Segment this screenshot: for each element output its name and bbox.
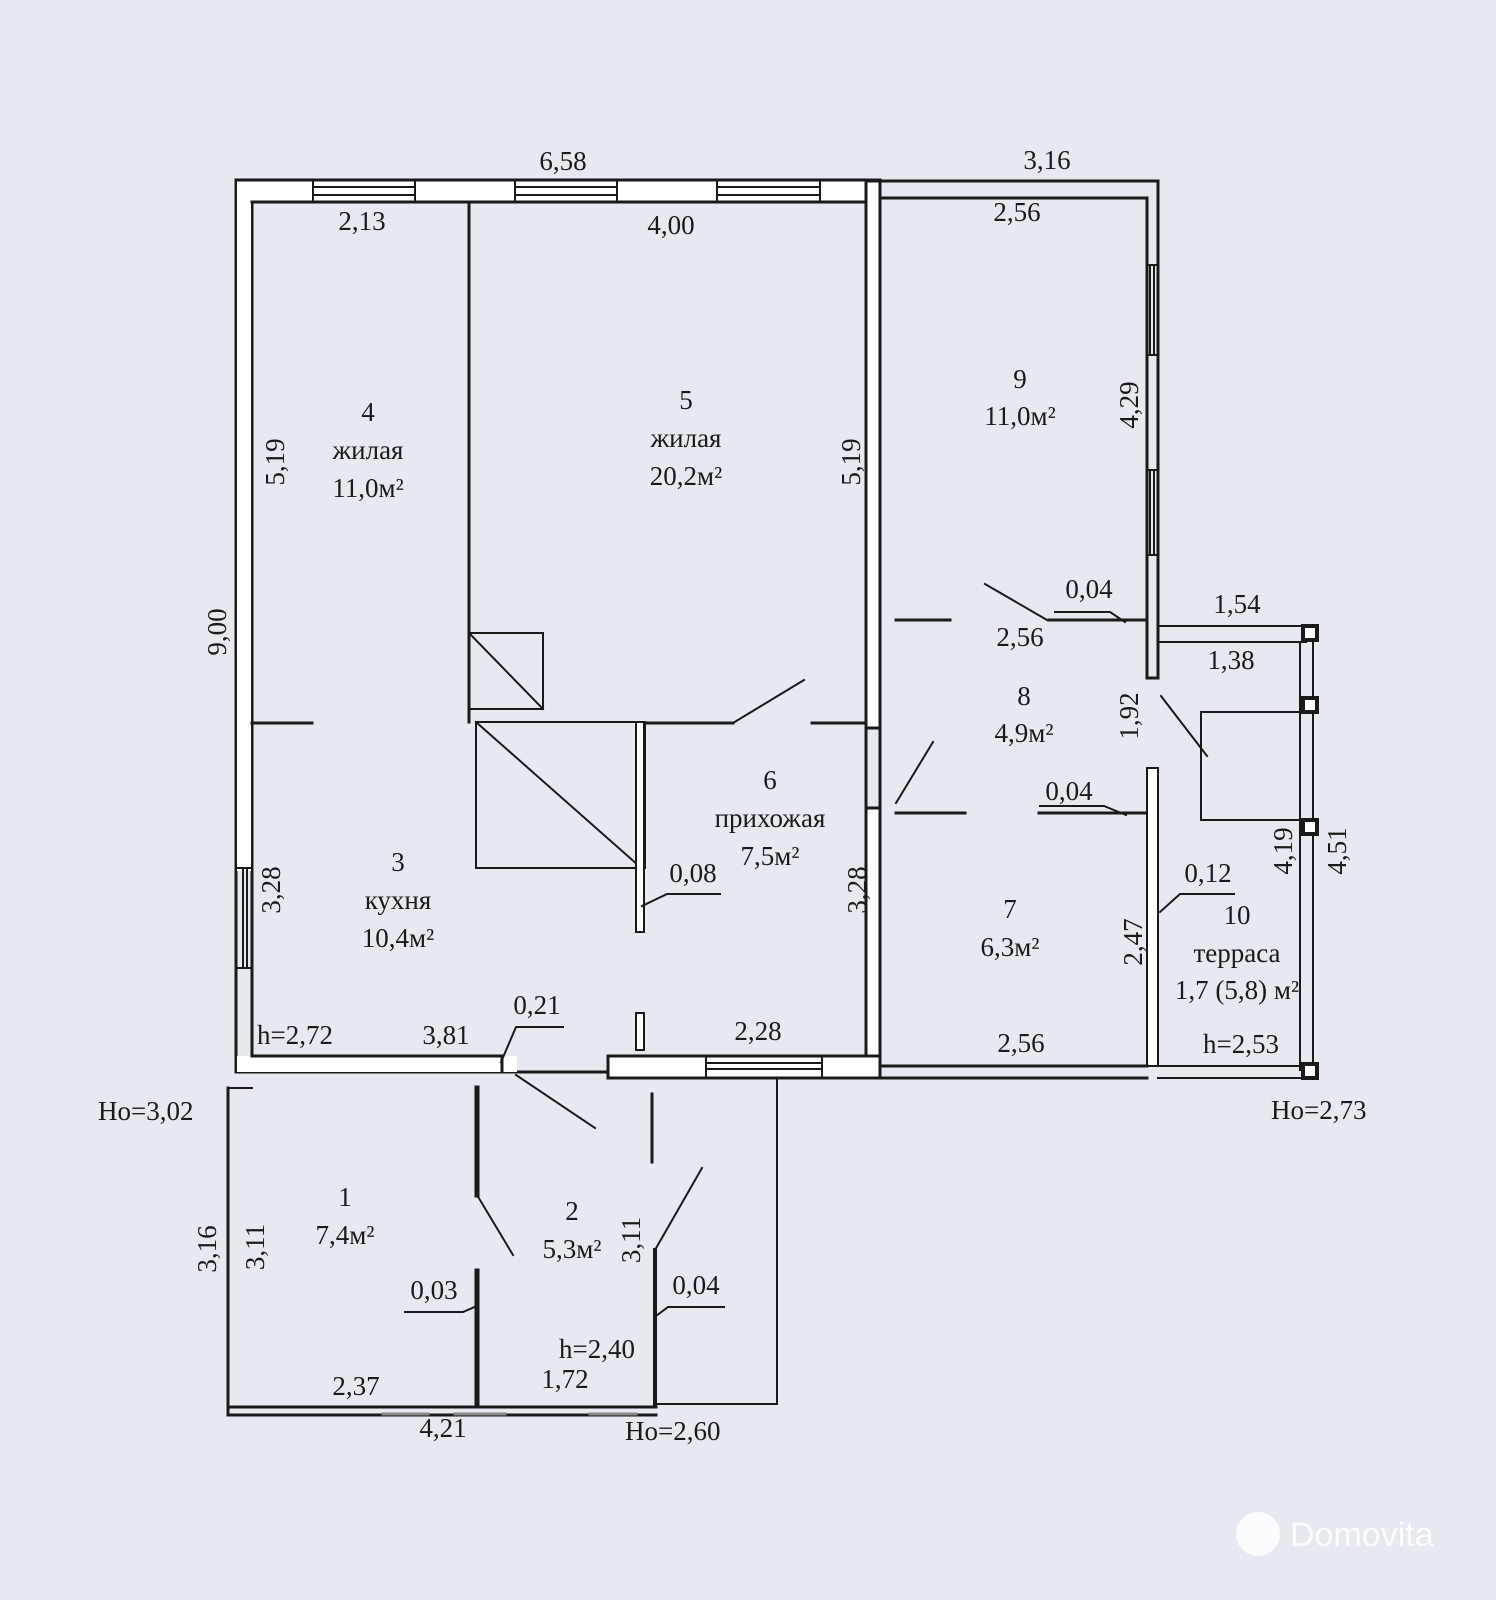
leaders <box>404 611 1235 1318</box>
room-8-area: 4,9м² <box>995 718 1054 748</box>
watermark-text: Domovita <box>1290 1516 1434 1554</box>
watermark-logo-icon <box>1236 1512 1280 1556</box>
dim-room5-height: 5,19 <box>836 438 866 485</box>
room-8-number: 8 <box>1017 681 1031 711</box>
wall-room5-right <box>864 179 882 730</box>
walls <box>226 178 1319 1417</box>
dim-room8-height: 1,92 <box>1114 692 1144 739</box>
dim-room6-width: 2,28 <box>734 1016 781 1046</box>
room-6-number: 6 <box>763 765 777 795</box>
dim-wall-9-8: 0,04 <box>1065 574 1113 604</box>
wall-bottom-right <box>606 1054 882 1080</box>
dim-ext-bottom: 4,21 <box>419 1413 466 1443</box>
dim-room8-width: 2,56 <box>996 622 1043 652</box>
room-1-area: 7,4м² <box>316 1220 375 1250</box>
staircase <box>467 631 646 869</box>
room-2-number: 2 <box>565 1196 579 1226</box>
dim-wall-7-10: 0,12 <box>1184 858 1231 888</box>
room-4-number: 4 <box>361 397 375 427</box>
room-9-number: 9 <box>1013 364 1027 394</box>
ceiling-room3: h=2,72 <box>257 1020 333 1050</box>
dim-room1-height: 3,11 <box>240 1224 270 1270</box>
ceiling-room2: h=2,40 <box>559 1334 635 1364</box>
room-1-number: 1 <box>338 1182 352 1212</box>
dim-ext-left: 3,16 <box>192 1225 222 1272</box>
dim-room6-height: 3,28 <box>842 866 872 913</box>
room-3-number: 3 <box>391 847 405 877</box>
wall-bottom-left <box>237 1056 517 1072</box>
dim-wall-3-2: 0,21 <box>513 990 560 1020</box>
dim-room4-height: 5,19 <box>260 438 290 485</box>
dim-room4-width: 2,13 <box>338 206 385 236</box>
wall-top <box>237 181 879 201</box>
wall-room6-right <box>864 806 882 1058</box>
ceiling-terrace: h=2,53 <box>1203 1029 1279 1059</box>
room-6-area: 7,5м² <box>741 841 800 871</box>
room-4-area: 11,0м² <box>332 473 403 503</box>
dim-room1-width: 2,37 <box>332 1371 379 1401</box>
dim-terrace-top-outer: 1,54 <box>1213 589 1261 619</box>
room-9-area: 11,0м² <box>984 401 1055 431</box>
watermark: Domovita <box>1236 1512 1434 1556</box>
dim-wall-8-7: 0,04 <box>1045 776 1093 806</box>
level-left: Но=3,02 <box>98 1096 193 1126</box>
level-right: Но=2,73 <box>1271 1095 1366 1125</box>
dim-wall-6-3: 0,08 <box>669 858 716 888</box>
ceiling-and-level-labels: h=2,72 h=2,53 h=2,40 Но=3,02 Но=2,73 Но=… <box>98 1020 1366 1446</box>
dim-room5-width: 4,00 <box>647 210 694 240</box>
dimension-labels: 6,58 3,16 2,13 4,00 2,56 0,04 2,56 1,54 … <box>332 145 1261 1443</box>
room-10-number: 10 <box>1224 900 1251 930</box>
dim-terrace-top-inner: 1,38 <box>1207 645 1254 675</box>
wall-left <box>237 181 251 871</box>
top-windows <box>312 179 821 203</box>
dim-room3-width: 3,81 <box>422 1020 469 1050</box>
dim-left-total: 9,00 <box>202 608 232 655</box>
room-5-number: 5 <box>679 385 693 415</box>
room-5-area: 20,2м² <box>650 461 722 491</box>
dim-room7-height: 2,47 <box>1118 918 1148 965</box>
room-6-name: прихожая <box>715 803 826 833</box>
room-7-number: 7 <box>1003 894 1017 924</box>
dim-terrace-inner-height: 4,19 <box>1268 827 1298 874</box>
room-10-area: 1,7 (5,8) м² <box>1175 975 1299 1005</box>
level-bottom: Но=2,60 <box>625 1416 720 1446</box>
dim-room2-height: 3,11 <box>616 1217 646 1263</box>
dim-room9-width: 2,56 <box>993 197 1040 227</box>
left-window <box>235 867 253 969</box>
dim-wall-1-2: 0,03 <box>410 1275 457 1305</box>
terrace-posts <box>1301 624 1319 1080</box>
dim-room3-height: 3,28 <box>256 866 286 913</box>
room-10-name: терраса <box>1193 938 1280 968</box>
room-2-area: 5,3м² <box>543 1234 602 1264</box>
dim-top-total: 6,58 <box>539 146 586 176</box>
dim-room7-width: 2,56 <box>997 1028 1044 1058</box>
dim-wall-2-out: 0,04 <box>672 1270 720 1300</box>
room-labels: 4 жилая 11,0м² 5 жилая 20,2м² 9 11,0м² 8… <box>316 364 1300 1264</box>
vertical-dimension-labels: 9,00 5,19 5,19 4,29 1,92 3,28 3,28 2,47 … <box>192 381 1352 1272</box>
room-5-name: жилая <box>650 423 722 453</box>
room-3-name: кухня <box>365 885 432 915</box>
room-3-area: 10,4м² <box>362 923 434 953</box>
dim-room9-height: 4,29 <box>1114 381 1144 428</box>
dim-terrace-outer-height: 4,51 <box>1322 827 1352 874</box>
dim-top-right: 3,16 <box>1023 145 1070 175</box>
dim-room2-width: 1,72 <box>541 1364 588 1394</box>
room-7-area: 6,3м² <box>981 932 1040 962</box>
room-4-name: жилая <box>332 435 404 465</box>
